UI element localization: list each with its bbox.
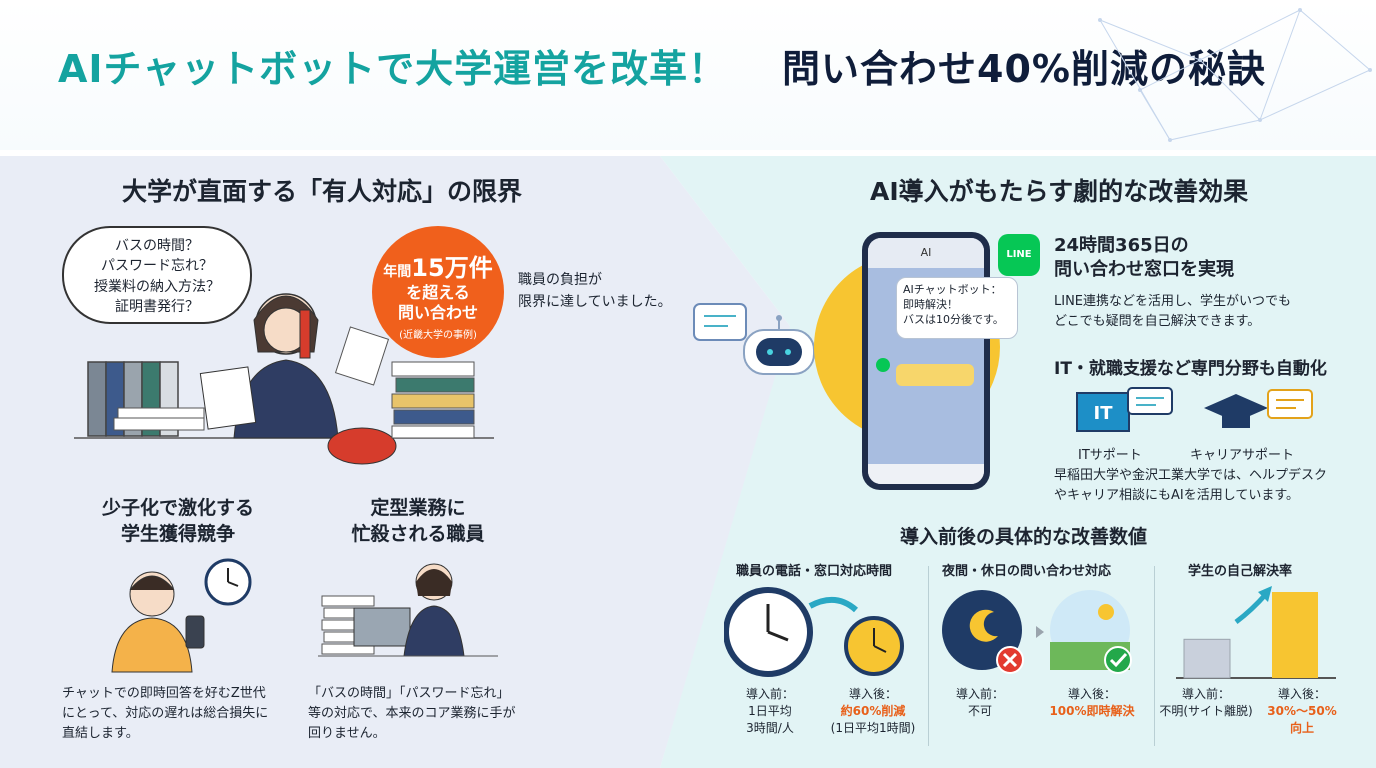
badge-line3: 問い合わせ <box>397 303 478 322</box>
metric1-after: 導入後： 約60%削減 (1日平均1時間) <box>820 686 926 736</box>
metric3-after-label: 導入後： <box>1277 687 1326 701</box>
divider <box>928 566 929 746</box>
after-bar <box>1272 592 1318 678</box>
block1-title: 少子化で激化する 学生獲得競争 <box>101 497 254 545</box>
point2-title: IT・就職支援など専門分野も自動化 <box>1054 359 1327 379</box>
career-support-label: キャリアサポート <box>1190 448 1295 463</box>
metric1-title: 職員の電話・窓口対応時間 <box>736 564 893 579</box>
point1-text: LINE連携などを活用し、学生がいつでも どこでも疑問を自己解決できます。 <box>1054 294 1292 330</box>
before-bar <box>1183 638 1231 679</box>
metric2-before-label: 導入前： <box>955 687 1004 701</box>
cloud-line: 授業料の納入方法？ <box>94 278 220 295</box>
metric3-before: 導入前： 不明(サイト離脱) <box>1158 686 1254 720</box>
it-support-icon: IT <box>1076 392 1130 432</box>
phone-header: AI <box>868 238 984 268</box>
phone-input-bar <box>868 464 984 484</box>
question-cloud: バスの時間？ パスワード忘れ？ 授業料の納入方法？ 証明書発行？ <box>62 226 252 324</box>
chatbot-robot-icon <box>693 303 815 375</box>
graduation-cap-icon <box>1204 389 1313 428</box>
metric3-before-value: 不明(サイト離脱) <box>1159 703 1253 718</box>
student-smartphone-illustration <box>111 558 252 673</box>
chatbot-reply-bubble: AIチャットボット： 即時解決！ バスは10分後です。 <box>896 277 1018 339</box>
point2-text: 早稲田大学や金沢工業大学では、ヘルプデスク やキャリア相談にもAIを活用していま… <box>1054 468 1328 504</box>
metric2-after-label: 導入後： <box>1067 687 1116 701</box>
metric2-title: 夜間・休日の問い合わせ対応 <box>942 564 1112 579</box>
it-support-label: ITサポート <box>1078 448 1142 463</box>
badge-note: (近畿大学の事例) <box>399 330 477 341</box>
title-bar <box>0 0 1376 150</box>
line-avatar-icon <box>876 358 890 372</box>
cloud-line: バスの時間？ <box>115 238 199 254</box>
burden-text: 職員の負担が 限界に達していました。 <box>518 272 672 310</box>
page-title-accent: AIチャットボットで大学運営を改革！ <box>58 47 728 91</box>
metric3-after-value: 30%～50% 向上 <box>1267 703 1337 735</box>
badge-number: 15万件 <box>411 254 493 282</box>
metric3-after: 導入後： 30%～50% 向上 <box>1256 686 1348 736</box>
clock-before-after-icon <box>724 587 904 677</box>
smartphone: AI <box>862 232 990 490</box>
metric1-before-label: 導入前： <box>745 687 794 701</box>
metric1-after-label: 導入後： <box>848 687 897 701</box>
left-heading: 大学が直面する「有人対応」の限界 <box>122 177 523 206</box>
badge-prefix: 年間 <box>383 264 412 280</box>
chat-bubble-icon <box>1127 387 1173 415</box>
inquiry-count-badge: 年間15万件 を超える 問い合わせ (近畿大学の事例) <box>372 226 504 358</box>
network-decoration <box>1098 8 1372 142</box>
metrics-heading: 導入前後の具体的な改善数値 <box>900 526 1148 548</box>
metric1-after-value: 約60%削減 <box>840 703 906 718</box>
metric2-before-value: 不可 <box>967 703 992 718</box>
night-day-icon <box>942 590 1132 674</box>
divider <box>1154 566 1155 746</box>
metric1-before: 導入前： 1日平均 3時間/人 <box>738 686 802 736</box>
metric3-before-label: 導入前： <box>1181 687 1230 701</box>
badge-line2: を超える <box>406 283 470 302</box>
metric3-title: 学生の自己解決率 <box>1188 564 1293 579</box>
block2-title: 定型業務に 忙殺される職員 <box>351 497 485 545</box>
busy-staff-illustration <box>74 293 494 465</box>
cloud-line: パスワード忘れ？ <box>101 258 213 275</box>
line-app-icon: LINE <box>998 234 1040 276</box>
metric1-after-note: (1日平均1時間) <box>830 720 916 735</box>
self-resolution-bar-chart <box>1176 586 1336 679</box>
metric2-after: 導入後： 100%即時解決 <box>1036 686 1148 720</box>
busy-office-staff-illustration <box>318 563 498 657</box>
chat-bubble-yellow <box>896 364 974 386</box>
page-title-main: 問い合わせ40%削減の秘訣 <box>782 47 1266 91</box>
right-heading: AI導入がもたらす劇的な改善効果 <box>870 177 1249 206</box>
cloud-line: 証明書発行？ <box>115 298 199 315</box>
metric2-before: 導入前： 不可 <box>948 686 1012 720</box>
block2-text: 「バスの時間」「パスワード忘れ」等の対応で、本来のコア業務に手が回りません。 <box>308 686 516 742</box>
metric1-before-value: 1日平均 3時間/人 <box>746 703 794 735</box>
phone-screen: AI <box>868 238 984 484</box>
metric2-after-value: 100%即時解決 <box>1049 703 1135 718</box>
point1-title: 24時間365日の 問い合わせ窓口を実現 <box>1054 235 1234 281</box>
block1-text: チャットでの即時回答を好むZ世代にとって、対応の遅れは総合損失に直結します。 <box>62 686 269 742</box>
